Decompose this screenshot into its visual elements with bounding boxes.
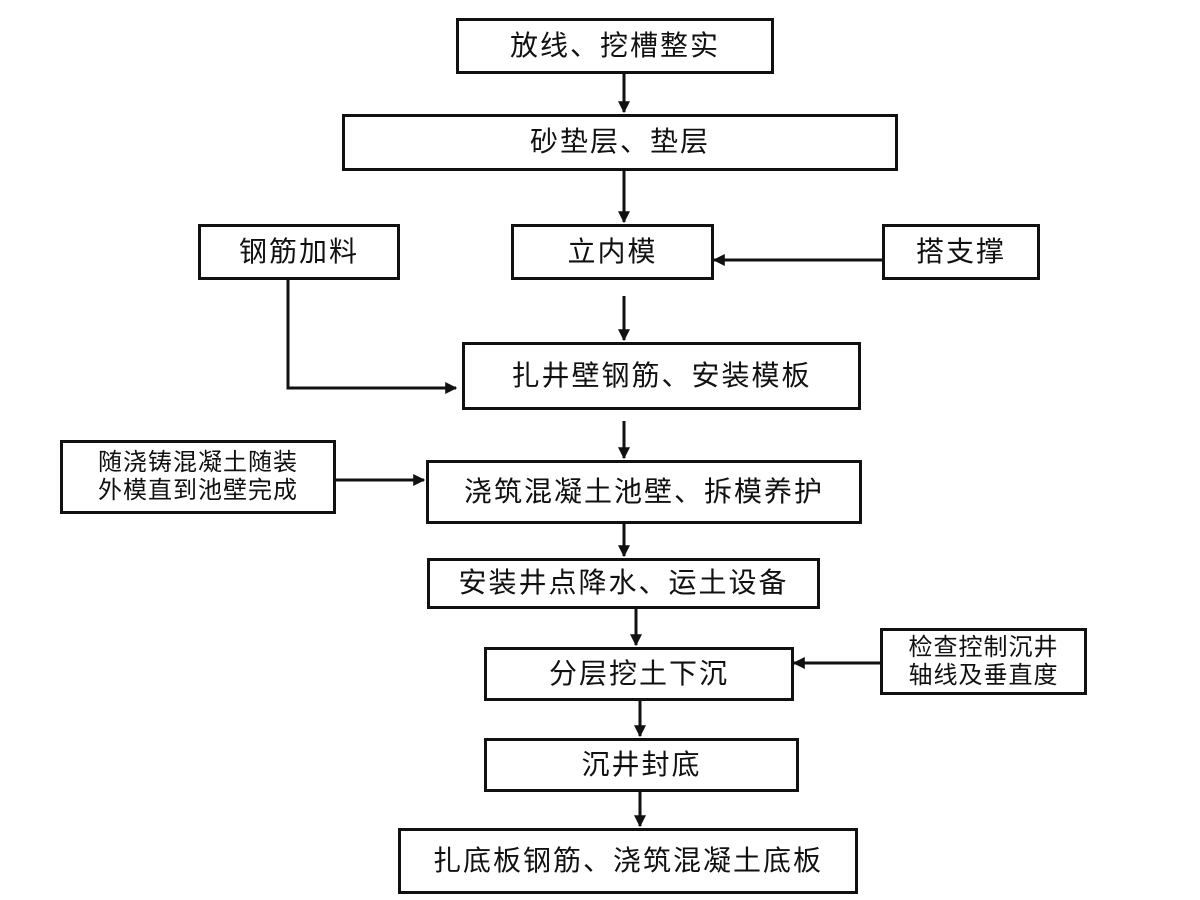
step-label: 扎底板钢筋、浇筑混凝土底板 <box>432 843 823 877</box>
side-label: 钢筋加料 <box>238 234 359 268</box>
side-label-line1: 检查控制沉井 <box>908 632 1059 661</box>
side-label-group: 检查控制沉井 轴线及垂直度 <box>908 632 1059 689</box>
side-box-outer-formwork: 随浇铸混凝土随装 外模直到池壁完成 <box>60 440 336 514</box>
step-box-excavate-sink: 分层挖土下沉 <box>484 647 794 701</box>
step-box-cushion-layer: 砂垫层、垫层 <box>342 114 898 171</box>
side-box-rebar-processing: 钢筋加料 <box>198 224 400 280</box>
side-label: 搭支撑 <box>915 234 1006 268</box>
step-box-wall-rebar-formwork: 扎井壁钢筋、安装模板 <box>462 342 861 410</box>
step-label: 分层挖土下沉 <box>548 656 729 690</box>
step-box-layout-trench: 放线、挖槽整实 <box>456 18 774 74</box>
step-label: 浇筑混凝土池壁、拆模养护 <box>463 474 824 508</box>
step-label: 放线、挖槽整实 <box>509 28 720 62</box>
step-label: 安装井点降水、运土设备 <box>458 566 789 600</box>
step-box-dewatering-equipment: 安装井点降水、运土设备 <box>427 558 820 609</box>
arrow-rebar-to-step4 <box>286 280 458 394</box>
step-label: 立内模 <box>567 234 658 268</box>
step-box-seal-bottom: 沉井封底 <box>484 738 799 792</box>
step-label: 沉井封底 <box>581 747 702 781</box>
step-label: 扎井壁钢筋、安装模板 <box>511 358 812 392</box>
side-label-line2: 外模直到池壁完成 <box>98 476 298 504</box>
step-box-bottom-slab: 扎底板钢筋、浇筑混凝土底板 <box>398 828 858 894</box>
side-label-line1: 随浇铸混凝土随装 <box>98 448 298 477</box>
side-box-check-axis-verticality: 检查控制沉井 轴线及垂直度 <box>880 628 1087 695</box>
side-label-line2: 轴线及垂直度 <box>908 660 1059 689</box>
step-box-pour-wall: 浇筑混凝土池壁、拆模养护 <box>426 460 862 524</box>
side-box-bracing: 搭支撑 <box>882 224 1040 280</box>
side-label-group: 随浇铸混凝土随装 外模直到池壁完成 <box>98 449 298 504</box>
step-label: 砂垫层、垫层 <box>529 125 710 159</box>
step-box-inner-formwork: 立内模 <box>511 224 714 280</box>
